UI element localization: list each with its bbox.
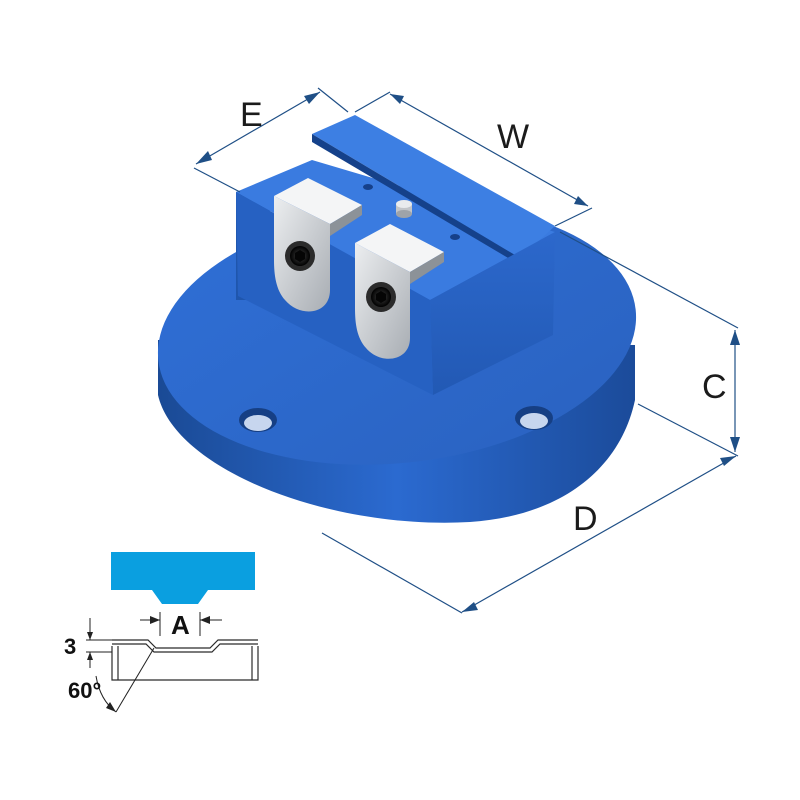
clamped-part [111, 552, 255, 604]
dimension-e-label: E [240, 96, 263, 134]
dovetail-width-label: A [171, 610, 190, 640]
jaw-profile [111, 639, 259, 681]
locating-pin [396, 200, 412, 218]
dimension-w-label: W [497, 118, 529, 156]
mounting-hole-left [239, 408, 277, 432]
dimension-c: C [559, 231, 740, 457]
mounting-hole-right [515, 406, 553, 430]
dimension-e: E [193, 87, 349, 193]
dimension-w: W [354, 91, 593, 227]
clamp-jaw-left [274, 178, 362, 312]
bolt-icon [366, 282, 396, 312]
dovetail-angle-label: 60° [68, 678, 101, 703]
dimension-d: D [321, 455, 737, 614]
dovetail-depth-label: 3 [64, 634, 76, 659]
dovetail-detail: A 3 60° [64, 552, 259, 713]
clamp-jaw-right [355, 224, 444, 359]
dimension-c-label: C [702, 368, 727, 406]
bolt-icon [285, 241, 315, 271]
dimension-d-label: D [573, 500, 598, 538]
